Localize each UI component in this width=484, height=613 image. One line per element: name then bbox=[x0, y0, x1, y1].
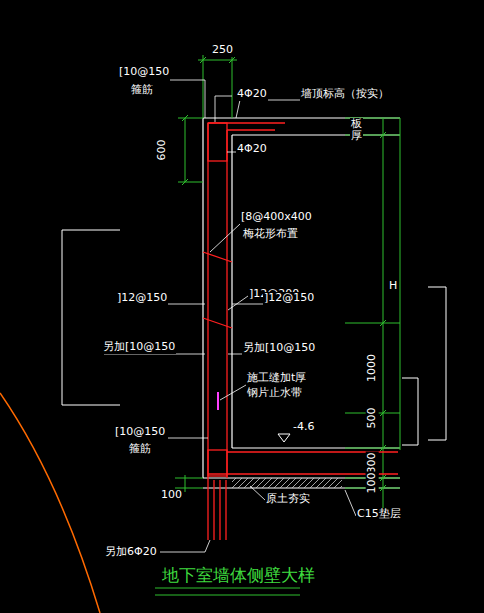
annotation-label: [10@150 bbox=[118, 66, 170, 79]
drawing-title: 地下室墙体侧壁大样 bbox=[162, 564, 315, 587]
annotation-label: 4Φ20 bbox=[236, 88, 268, 101]
annotation-label: ]12@150 bbox=[263, 292, 315, 305]
annotation-label: H bbox=[388, 280, 398, 293]
annotation-label: 另加[10@150 bbox=[242, 342, 316, 355]
annotation-label: 另加[10@150 bbox=[102, 341, 176, 354]
annotation-label: 墙顶标高（按实） bbox=[300, 88, 390, 101]
annotation-label: 另加6Φ20 bbox=[104, 546, 158, 559]
dimension-text: 1000 bbox=[366, 353, 379, 383]
annotation-label: 板厚 bbox=[350, 118, 363, 142]
annotation-label: 箍筋 bbox=[130, 84, 154, 97]
annotation-label: 施工缝加t厚 bbox=[246, 372, 307, 385]
annotation-label: 箍筋 bbox=[128, 443, 152, 456]
annotation-label: [8@400x400 bbox=[240, 211, 313, 224]
annotation-label: ]12@150 bbox=[116, 292, 168, 305]
annotation-label: 4Φ20 bbox=[236, 143, 268, 156]
annotation-label: 钢片止水带 bbox=[246, 387, 303, 400]
annotation-label: 梅花形布置 bbox=[242, 228, 299, 241]
dimension-text: 600 bbox=[156, 139, 169, 162]
dimension-text: 500 bbox=[366, 407, 379, 430]
annotation-label: 250 bbox=[211, 44, 234, 57]
annotation-label: 原土夯实 bbox=[265, 493, 311, 506]
annotation-label: C15垫层 bbox=[356, 508, 402, 521]
annotation-label: -4.6 bbox=[292, 421, 315, 434]
annotation-label: [10@150 bbox=[114, 426, 166, 439]
annotation-label: 100 bbox=[160, 489, 183, 502]
dimension-text: 100 bbox=[366, 472, 379, 495]
